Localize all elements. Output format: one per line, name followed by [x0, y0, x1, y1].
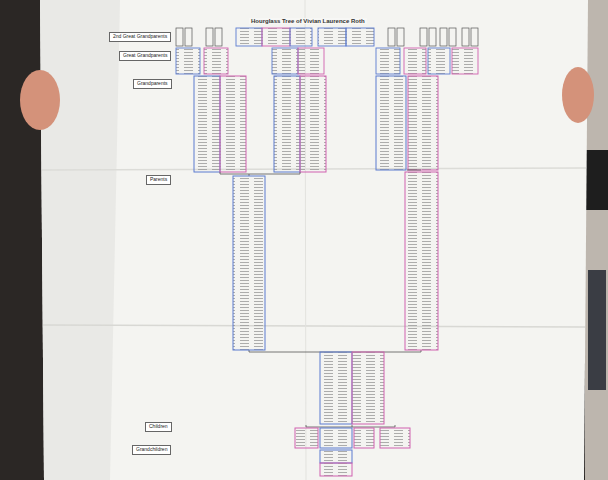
- row-label-box: 2nd Great Grandparents: [109, 32, 171, 42]
- row-label: 2nd Great Grandparents: [113, 34, 167, 40]
- row-label-box: Great Grandparents: [119, 51, 171, 61]
- diagram-title: Hourglass Tree of Vivian Laurence Roth: [249, 18, 367, 24]
- row-label: Parents: [150, 177, 167, 183]
- row-label: Grandparents: [137, 81, 168, 87]
- row-label-box: Parents: [146, 175, 171, 185]
- row-label: Grandchildren: [136, 447, 167, 453]
- row-label-box: Grandchildren: [132, 445, 171, 455]
- row-label: Children: [149, 424, 168, 430]
- row-label-box: Grandparents: [133, 79, 172, 89]
- row-label-box: Children: [145, 422, 172, 432]
- row-label: Great Grandparents: [123, 53, 167, 59]
